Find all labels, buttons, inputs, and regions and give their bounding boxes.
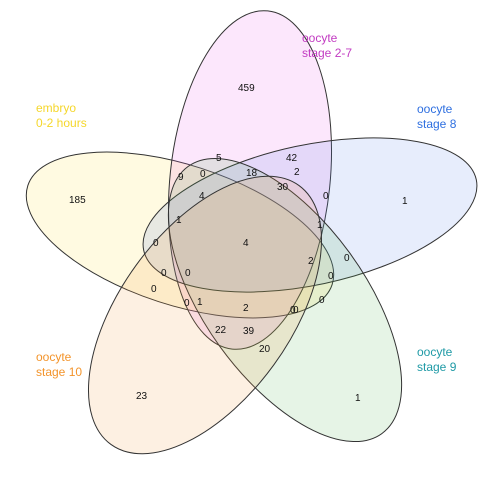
region-count: 0 (323, 191, 329, 202)
region-count-stage10-only: 23 (136, 391, 148, 402)
region-count: 0 (344, 253, 350, 264)
region-count: 30 (277, 182, 289, 193)
set-ellipse-stage27 (167, 10, 333, 350)
region-count: 2 (243, 303, 249, 314)
region-count: 39 (243, 326, 255, 337)
set-label-stage8-line2: stage 8 (417, 117, 457, 131)
region-count: 0 (290, 305, 296, 316)
set-label-stage27: oocyte stage 2-7 (302, 31, 352, 60)
region-count: 1 (317, 220, 323, 231)
set-ellipse-embryo (25, 151, 335, 319)
set-label-embryo-line2: 0-2 hours (36, 116, 87, 130)
set-label-stage9-line2: stage 9 (417, 360, 457, 374)
region-count: 22 (215, 325, 227, 336)
set-label-stage27-line1: oocyte (302, 31, 338, 45)
region-count: 0 (185, 268, 191, 279)
region-count: 0 (153, 238, 159, 249)
region-count: 5 (216, 153, 222, 164)
region-count: 0 (328, 271, 334, 282)
region-count: 2 (308, 256, 314, 267)
set-label-stage10-line2: stage 10 (36, 365, 82, 379)
set-label-stage10: oocyte stage 10 (36, 350, 82, 379)
region-count: 0 (151, 284, 157, 295)
region-count: 2 (294, 167, 300, 178)
region-count: 0 (319, 295, 325, 306)
region-count: 1 (176, 215, 182, 226)
set-label-embryo-line1: embryo (36, 101, 76, 115)
region-count: 0 (200, 169, 206, 180)
region-count: 0 (161, 268, 167, 279)
region-count-core: 4 (243, 238, 249, 249)
region-count: 18 (246, 168, 258, 179)
set-ellipse-stage9 (167, 157, 403, 443)
region-count: 1 (197, 297, 203, 308)
set-label-stage8-line1: oocyte (417, 102, 453, 116)
region-count: 20 (259, 344, 271, 355)
region-count: 42 (286, 153, 298, 164)
set-label-stage8: oocyte stage 8 (417, 102, 457, 131)
set-label-embryo: embryo 0-2 hours (36, 101, 87, 130)
region-count: 0 (293, 305, 299, 316)
set-ellipse-stage8 (142, 137, 478, 293)
set-label-stage27-line2: stage 2-7 (302, 46, 352, 60)
set-ellipse-stage10 (87, 175, 323, 455)
region-count-stage27-only: 459 (238, 83, 255, 94)
region-count: 4 (199, 191, 205, 202)
region-count-stage9-only: 1 (355, 393, 361, 404)
set-label-stage9: oocyte stage 9 (417, 345, 457, 374)
region-count: 9 (178, 172, 184, 183)
region-count: 0 (184, 298, 190, 309)
region-count-stage8-only: 1 (402, 196, 408, 207)
set-label-stage10-line1: oocyte (36, 350, 72, 364)
set-label-stage9-line1: oocyte (417, 345, 453, 359)
region-count-embryo-only: 185 (69, 195, 86, 206)
